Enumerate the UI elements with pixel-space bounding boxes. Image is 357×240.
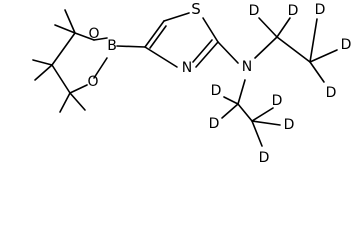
atom-label-oxygen: O [87, 74, 98, 90]
atom-label-deuterium: D [326, 85, 337, 101]
atom-label-deuterium: D [249, 3, 260, 19]
bond [221, 103, 239, 119]
atom-label-deuterium: D [259, 150, 270, 166]
bond [74, 32, 95, 41]
bond [59, 92, 71, 113]
atom-label-deuterium: D [315, 2, 326, 18]
bond [144, 46, 178, 68]
atom-label-sulfur: S [191, 0, 201, 18]
molecule-structure-diagram: B O O S N N D D D D D D D D D D [32, 0, 351, 166]
bond [69, 92, 86, 111]
bond [217, 41, 239, 64]
bond [51, 64, 71, 94]
bond-lines [32, 9, 338, 147]
atom-label-deuterium: D [284, 117, 295, 133]
bond [237, 103, 253, 122]
bond [251, 107, 274, 122]
bond [195, 41, 219, 68]
bond [93, 57, 108, 79]
atom-label-deuterium: D [272, 93, 283, 109]
bond [309, 61, 325, 83]
atom-label-deuterium: D [211, 83, 222, 99]
atom-label-deuterium: D [209, 116, 220, 132]
bond [54, 24, 76, 34]
bond [69, 84, 88, 94]
bond [64, 9, 76, 34]
bond [223, 96, 239, 105]
bond [237, 79, 246, 105]
atom-label-nitrogen-ring: N [182, 60, 192, 76]
bond [251, 120, 263, 147]
bond [34, 64, 53, 81]
atom-label-nitrogen-amine: N [242, 59, 252, 75]
bond [276, 17, 291, 38]
bond [254, 36, 278, 59]
bond [93, 37, 108, 41]
atom-label-boron: B [107, 38, 117, 54]
atom-labels: B O O S N N D D D D D D D D D D [87, 0, 351, 166]
bond [144, 20, 165, 48]
bond [163, 12, 190, 22]
bond [258, 17, 278, 38]
bond [309, 49, 338, 63]
atom-label-oxygen: O [88, 26, 99, 42]
bond [276, 36, 311, 63]
atom-label-deuterium: D [288, 3, 299, 19]
bond [202, 17, 219, 43]
bond [51, 32, 76, 66]
bond [309, 18, 318, 63]
bond [149, 25, 167, 49]
bond [251, 120, 281, 126]
atom-label-deuterium: D [341, 37, 352, 53]
bond [32, 59, 53, 66]
bond [192, 39, 213, 63]
bond [116, 45, 146, 48]
